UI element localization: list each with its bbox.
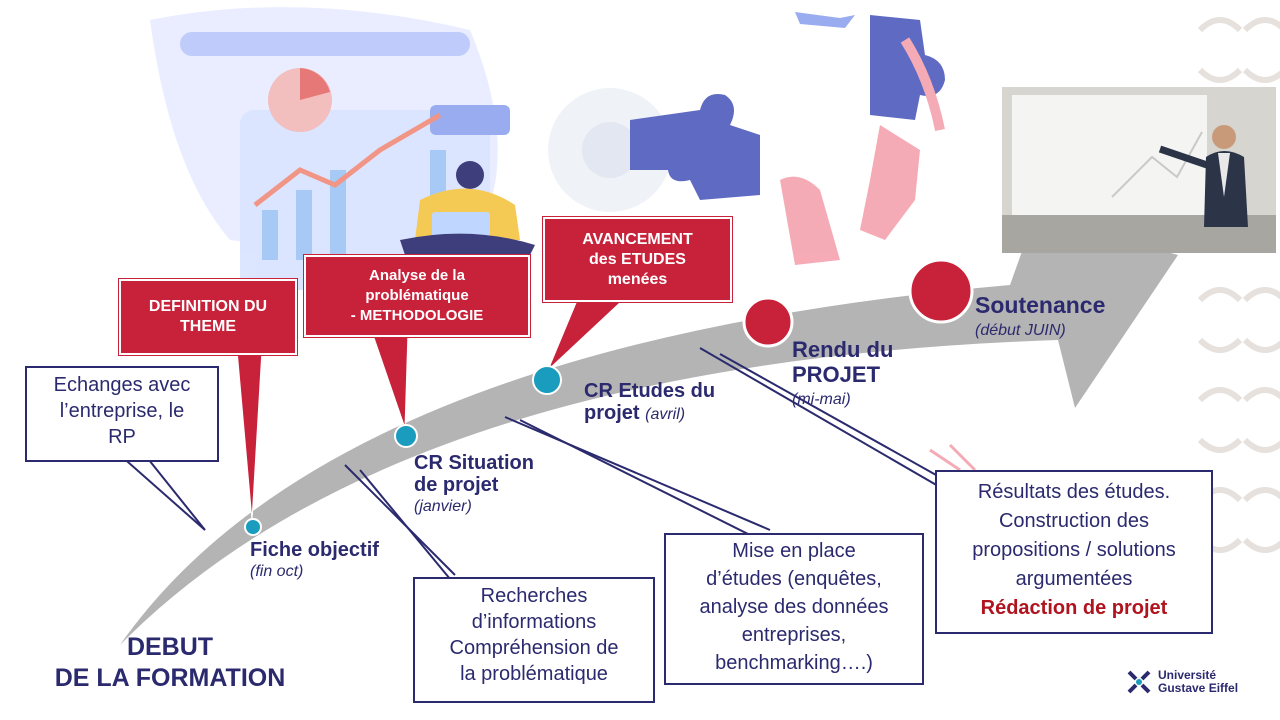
milestone-title: CR Situation	[414, 452, 534, 474]
milestone-title: Fiche objectif	[250, 539, 379, 561]
red-box-line: DEFINITION DU	[148, 298, 268, 315]
connector-lines	[119, 347, 946, 586]
callout-line: Recherches	[480, 585, 588, 607]
callout-line: analyse des données	[699, 596, 889, 618]
milestone-label-rendu: Rendu du PROJET (mi-mai)	[792, 337, 893, 412]
logo-line: Gustave Eiffel	[1158, 681, 1239, 695]
callout-line: entreprises,	[741, 624, 847, 646]
milestone-date: (avril)	[645, 406, 686, 423]
milestone-label-fiche: Fiche objectif (fin oct)	[250, 539, 379, 583]
callout-line: propositions / solutions	[972, 539, 1176, 561]
red-box-line: AVANCEMENT	[582, 230, 693, 248]
callout-line: RP	[108, 426, 136, 448]
milestone-dot-fiche	[244, 518, 262, 536]
milestone-dot-etudes	[532, 365, 562, 395]
milestone-label-etudes: CR Etudes du projet (avril)	[584, 380, 715, 426]
milestone-date: (janvier)	[414, 498, 472, 515]
start-label: DEBUT DE LA FORMATION	[40, 632, 300, 694]
university-logo: Université Gustave Eiffel	[1126, 669, 1238, 695]
callout-line: argumentées	[1015, 568, 1133, 590]
callout-results: Résultats des études. Construction des p…	[935, 470, 1213, 634]
background-illustration	[150, 7, 977, 472]
red-box-line: problématique	[365, 287, 469, 304]
callout-line: Construction des	[998, 510, 1150, 532]
milestone-label-situation: CR Situation de projet (janvier)	[414, 452, 534, 518]
timeline-arrow	[120, 215, 1178, 645]
milestone-title: PROJET	[792, 362, 881, 387]
decorative-pattern	[1197, 17, 1280, 553]
callout-line: la problématique	[460, 663, 608, 685]
callout-line: Compréhension de	[449, 637, 619, 659]
red-box-line: Analyse de la	[369, 267, 465, 284]
milestone-dot-situation	[394, 424, 418, 448]
red-pointers	[236, 297, 627, 521]
milestone-title: de projet	[414, 474, 499, 496]
red-box-line: THEME	[180, 318, 236, 335]
callout-line: d’informations	[471, 611, 597, 633]
milestone-dot-rendu	[742, 296, 794, 348]
results-highlight: Rédaction de projet	[980, 597, 1168, 619]
callout-line: l’entreprise, le	[59, 400, 185, 422]
milestone-date: (début JUIN)	[975, 322, 1066, 339]
milestone-title: Soutenance	[975, 292, 1106, 318]
milestone-title: Rendu du	[792, 337, 894, 362]
callout-line: benchmarking….)	[715, 652, 873, 674]
milestone-date: (fin oct)	[250, 563, 304, 580]
callout-research: Recherches d’informations Compréhension …	[413, 577, 655, 703]
presentation-photo	[1002, 87, 1276, 253]
start-line: DE LA FORMATION	[54, 664, 286, 692]
red-box-line: - METHODOLOGIE	[350, 307, 484, 324]
start-line: DEBUT	[126, 633, 214, 661]
callout-exchanges: Echanges avec l’entreprise, le RP	[25, 366, 219, 462]
milestone-title: projet	[584, 402, 640, 424]
red-box-definition-theme: DEFINITION DU THEME	[119, 279, 297, 355]
callout-line: Mise en place	[732, 540, 856, 562]
milestone-label-soutenance: Soutenance (début JUIN)	[975, 292, 1105, 344]
callout-line: Résultats des études.	[977, 481, 1171, 503]
red-box-analyse: Analyse de la problématique - METHODOLOG…	[304, 255, 530, 337]
logo-line: Université	[1158, 668, 1217, 682]
milestone-title: CR Etudes du	[584, 380, 716, 402]
milestone-date: (mi-mai)	[792, 391, 851, 408]
red-box-avancement: AVANCEMENT des ETUDES menées	[543, 217, 732, 302]
red-box-line: des ETUDES	[589, 250, 686, 268]
callout-studies: Mise en place d’études (enquêtes, analys…	[664, 533, 924, 685]
red-box-line: menées	[607, 270, 668, 288]
milestone-dot-soutenance	[908, 258, 974, 324]
university-logo-icon	[1127, 670, 1151, 694]
callout-line: d’études (enquêtes,	[706, 568, 882, 590]
callout-line: Echanges avec	[53, 374, 191, 396]
